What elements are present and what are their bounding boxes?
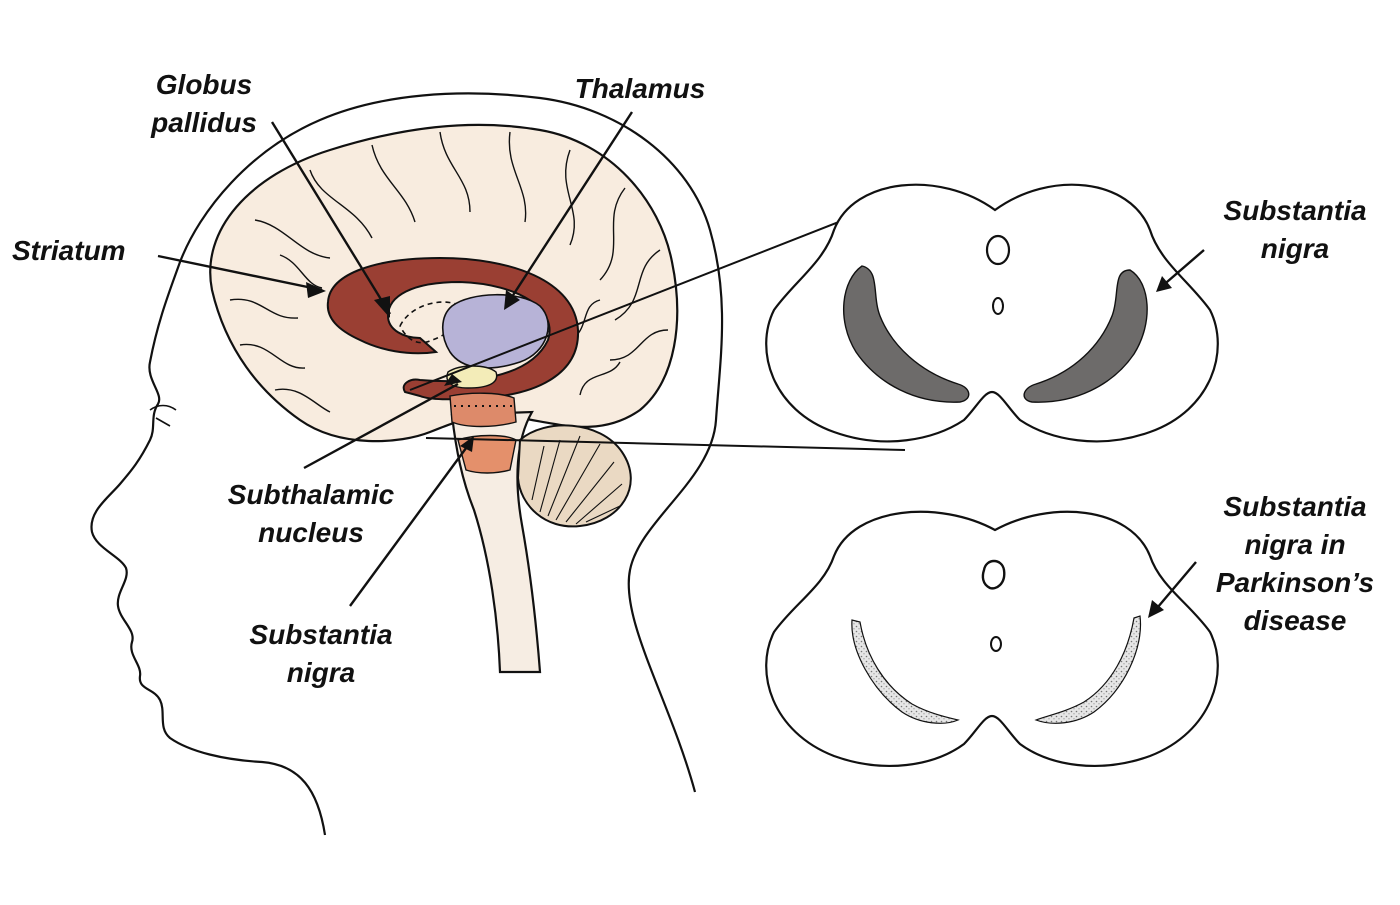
arrow-heads: [306, 276, 1172, 618]
nigra-pd-right: [1034, 615, 1142, 724]
nigra-normal-right: [1023, 269, 1148, 403]
label-globus-pallidus-line2: pallidus: [151, 107, 257, 138]
label-substantia-nigra-normal: Substantia nigra: [1200, 192, 1390, 268]
arrow-substantia-nigra-brain: [349, 439, 473, 607]
midline-dot-pd: [990, 636, 1002, 652]
arrow-striatum: [157, 254, 323, 292]
label-substantia-nigra-parkinsons: Substantia nigra in Parkinson’s disease: [1200, 488, 1390, 640]
normal-midbrain-section: [765, 183, 1219, 443]
substantia-nigra-brain-shape: [457, 434, 517, 474]
nigra-normal-left: [843, 265, 970, 403]
zoom-line-top: [409, 195, 906, 391]
arrowhead-striatum: [306, 282, 326, 298]
arrowhead-subthalamic: [444, 374, 462, 386]
aqueduct: [985, 234, 1011, 266]
parkinsons-midbrain-section: [765, 510, 1219, 767]
midbrain-band: [449, 392, 517, 428]
arrowhead-substantia-nigra-normal: [1156, 276, 1172, 292]
label-globus-pallidus-line1: Globus: [155, 69, 253, 100]
arrow-thalamus: [504, 111, 634, 307]
label-substantia-nigra-brain: Substantia nigra: [226, 616, 416, 692]
midline-dot: [992, 297, 1004, 315]
label-sn-normal-line2: nigra: [1260, 233, 1330, 264]
label-subthalamic-line1: Subthalamic: [227, 479, 395, 510]
label-arrows: [157, 111, 1205, 615]
arrowhead-substantia-nigra-brain: [460, 436, 474, 452]
label-sn-pd-line1: Substantia: [1223, 491, 1367, 522]
label-sn-brain-line2: nigra: [286, 657, 356, 688]
eye-detail: [149, 404, 177, 427]
label-thalamus-line1: Thalamus: [574, 73, 706, 104]
label-globus-pallidus: Globus pallidus: [134, 66, 274, 142]
label-sn-pd-line2: nigra in: [1244, 529, 1346, 560]
arrow-subthalamic: [303, 382, 459, 470]
arrowhead-globus-pallidus: [374, 296, 390, 318]
nigra-pd-left: [851, 619, 960, 724]
label-subthalamic-line2: nucleus: [258, 517, 364, 548]
label-sn-normal-line1: Substantia: [1223, 195, 1367, 226]
aqueduct-pd: [981, 559, 1006, 590]
arrow-globus-pallidus: [270, 121, 392, 315]
label-striatum-line1: Striatum: [12, 235, 126, 266]
brainstem: [450, 410, 542, 674]
label-thalamus: Thalamus: [560, 70, 720, 108]
head-outline: [90, 92, 724, 836]
arrow-substantia-nigra-normal: [1159, 249, 1205, 289]
label-subthalamic-nucleus: Subthalamic nucleus: [206, 476, 416, 552]
cerebral-gyri: [229, 131, 669, 413]
cerebellum: [516, 424, 632, 528]
arrowhead-thalamus: [504, 290, 520, 310]
label-sn-pd-line3: Parkinson’s: [1215, 567, 1375, 598]
label-sn-brain-line1: Substantia: [249, 619, 393, 650]
label-sn-pd-line4: disease: [1243, 605, 1347, 636]
arrow-substantia-nigra-pd: [1151, 561, 1197, 615]
label-striatum: Striatum: [12, 232, 126, 270]
arrowhead-substantia-nigra-pd: [1148, 600, 1164, 618]
zoom-line-bottom: [425, 437, 906, 451]
